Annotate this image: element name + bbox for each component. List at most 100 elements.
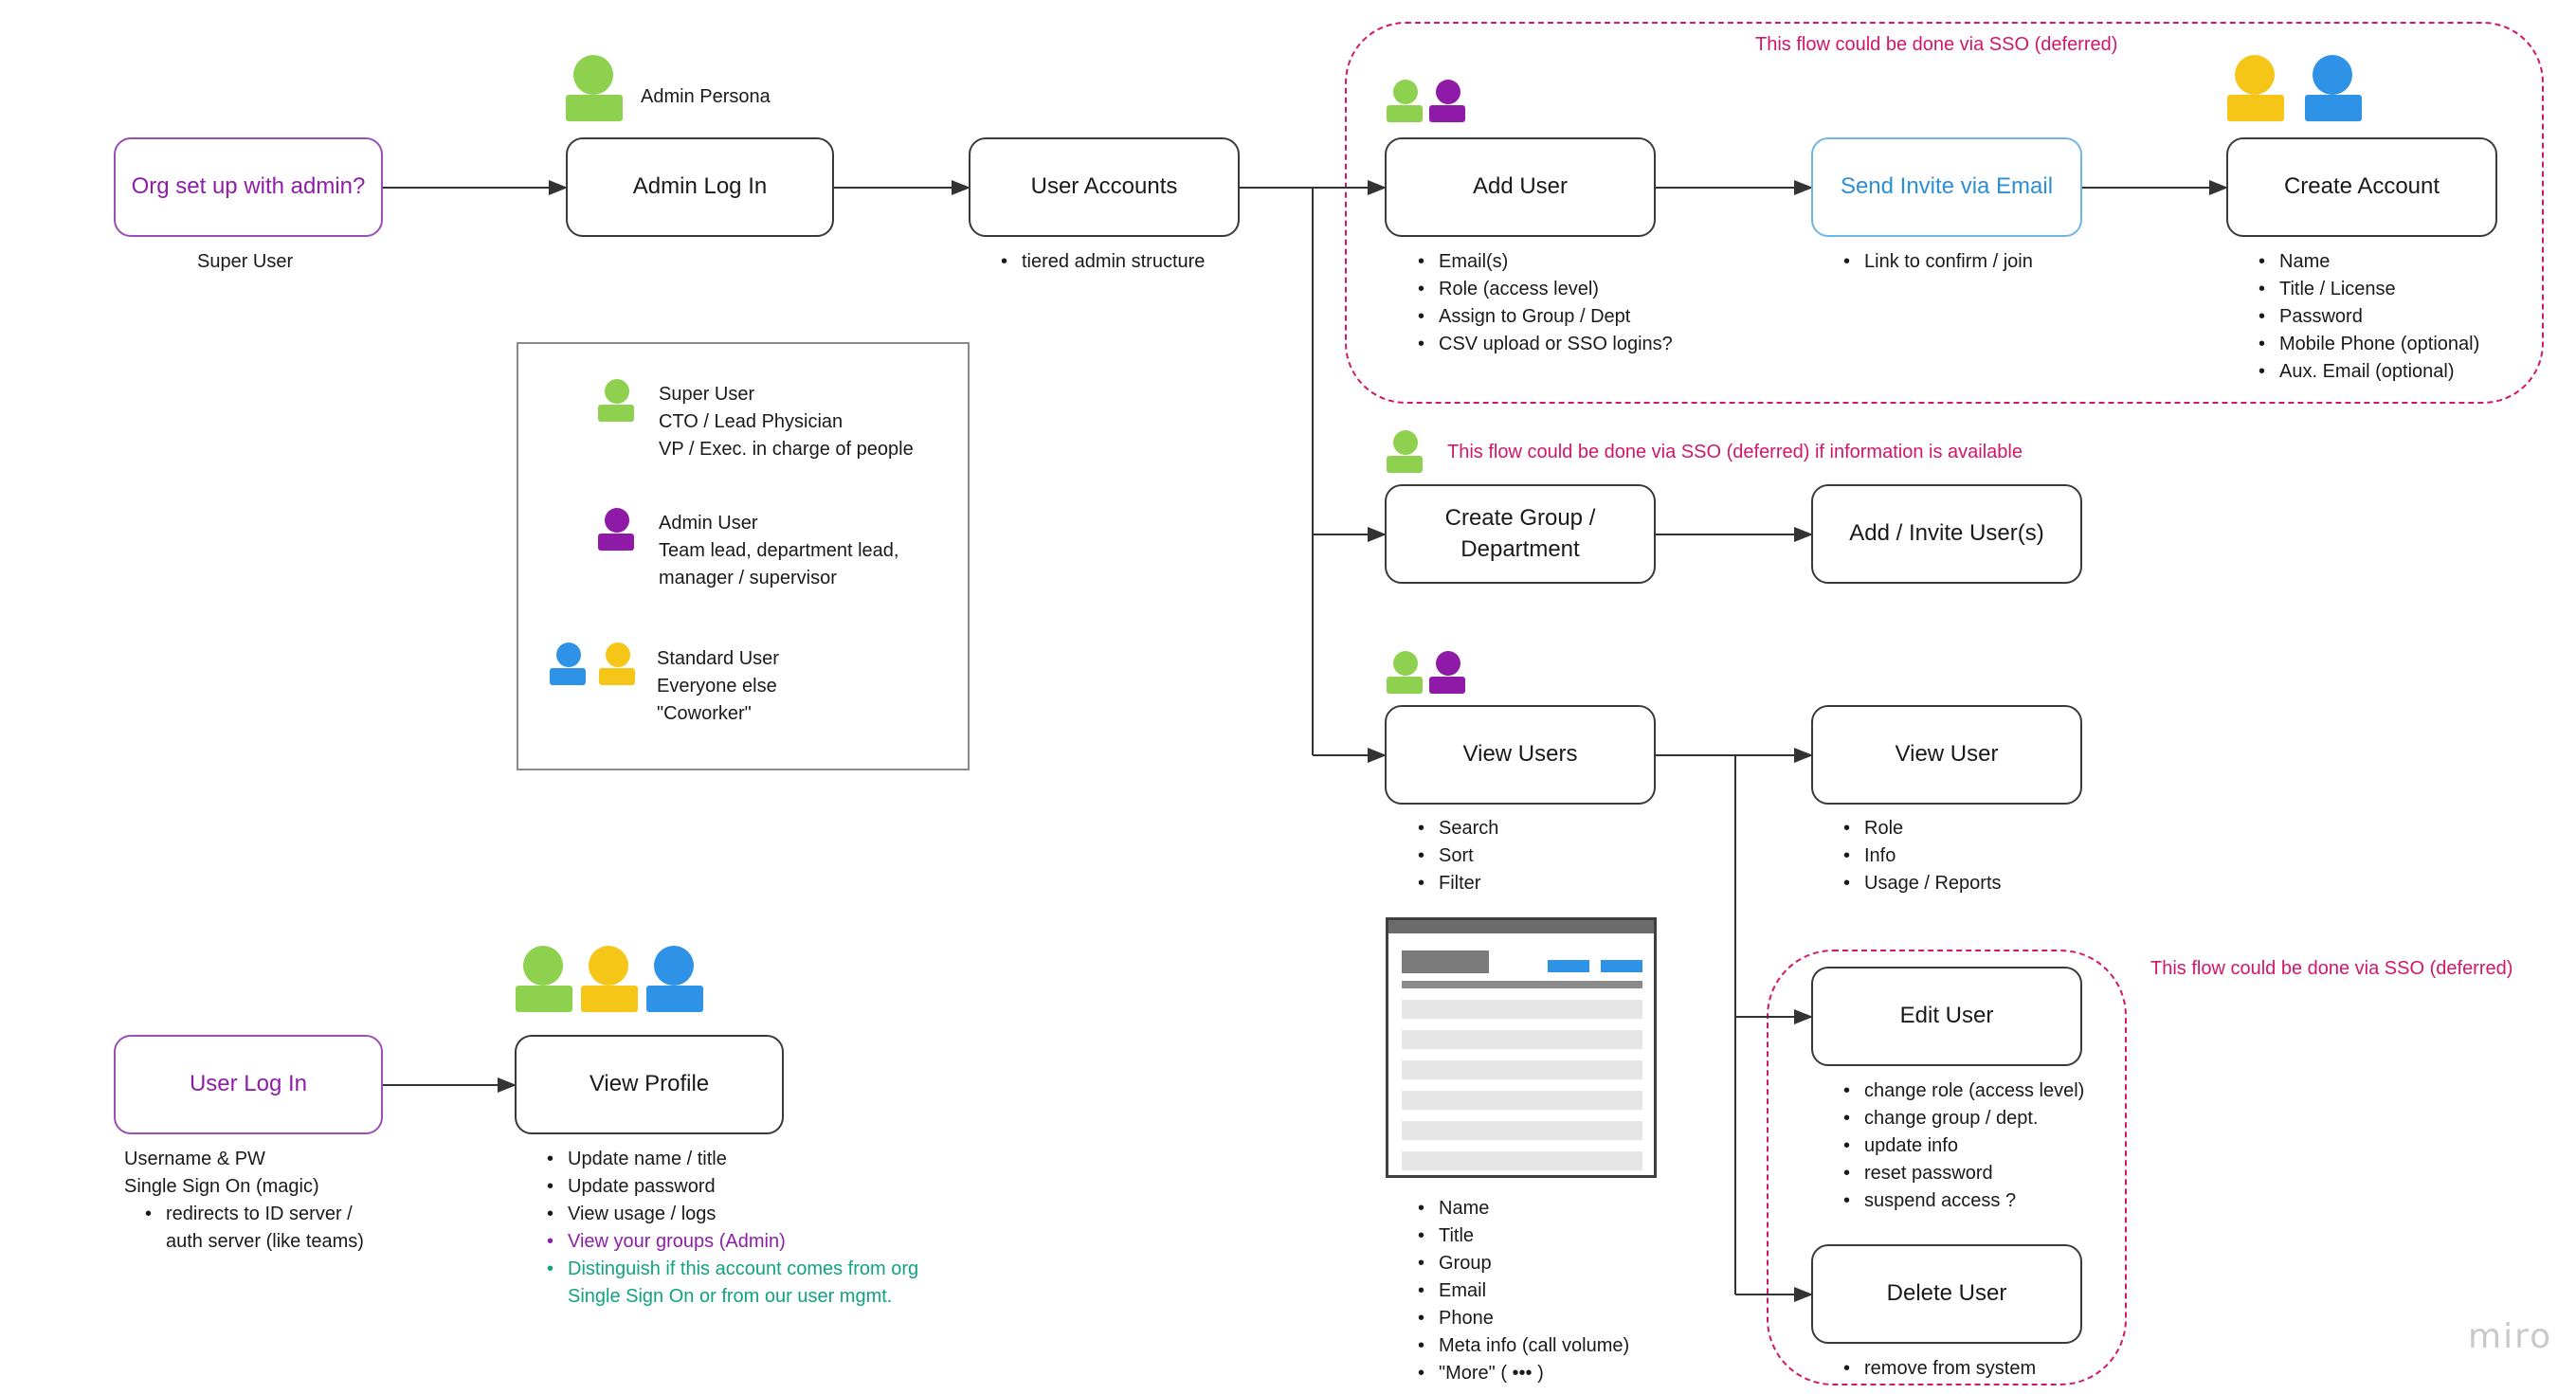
standard-user-persona-icon	[550, 643, 586, 686]
legend-admin-line1: Team lead, department lead,	[659, 540, 899, 561]
list-item: Password	[2255, 303, 2479, 331]
list-item: Info	[1840, 842, 2002, 870]
send-invite-node[interactable]: Send Invite via Email	[1811, 137, 2082, 237]
wireframe-divider	[1402, 981, 1642, 988]
admin-login-node[interactable]: Admin Log In	[566, 137, 834, 237]
user-accounts-bullets: tiered admin structure	[997, 248, 1205, 276]
standard-user-persona-icon	[2227, 55, 2284, 123]
user-login-bullets: redirects to ID server / auth server (li…	[141, 1201, 388, 1256]
list-item: Title / License	[2255, 276, 2479, 303]
list-item: Assign to Group / Dept	[1414, 303, 1673, 331]
list-item: suspend access ?	[1840, 1187, 2084, 1215]
admin-persona-label: Admin Persona	[641, 86, 771, 107]
list-item: Name	[2255, 248, 2479, 276]
sso-note-group: This flow could be done via SSO (deferre…	[1447, 442, 2023, 462]
view-profile-bullets: Update name / title Update password View…	[543, 1146, 966, 1311]
wireframe-row	[1402, 1091, 1642, 1110]
standard-user-persona-icon	[646, 946, 703, 1014]
wireframe-title-block	[1402, 950, 1489, 973]
delete-user-node[interactable]: Delete User	[1811, 1244, 2082, 1344]
sso-note-edit-user: This flow could be done via SSO (deferre…	[2150, 958, 2513, 979]
list-item: Name	[1414, 1195, 1629, 1222]
list-item: Update name / title	[543, 1146, 966, 1173]
wireframe-row	[1402, 1151, 1642, 1170]
user-login-node[interactable]: User Log In	[114, 1035, 383, 1134]
view-users-bullets: Search Sort Filter	[1414, 815, 1498, 897]
super-user-persona-icon	[1387, 651, 1423, 695]
legend-standard-title: Standard User	[657, 648, 779, 669]
list-item: remove from system	[1840, 1355, 2036, 1383]
super-user-persona-icon	[598, 379, 634, 423]
admin-user-persona-icon	[1429, 80, 1465, 123]
admin-user-persona-icon	[1429, 651, 1465, 695]
edit-user-bullets: change role (access level) change group …	[1840, 1077, 2084, 1215]
add-user-node[interactable]: Add User	[1385, 137, 1656, 237]
sso-region-add-user	[1345, 22, 2544, 404]
legend-super-line1: CTO / Lead Physician	[659, 411, 844, 432]
list-item: "More" ( ••• )	[1414, 1360, 1629, 1387]
wireframe-action-button	[1601, 960, 1642, 972]
wireframe-header-bar	[1388, 920, 1654, 933]
list-item: Usage / Reports	[1840, 870, 2002, 897]
user-accounts-node[interactable]: User Accounts	[969, 137, 1240, 237]
miro-logo: miro	[2468, 1317, 2553, 1356]
legend-super-line2: VP / Exec. in charge of people	[659, 439, 914, 460]
persona-legend: Super User CTO / Lead Physician VP / Exe…	[517, 342, 970, 770]
add-invite-users-node[interactable]: Add / Invite User(s)	[1811, 484, 2082, 584]
list-item: Meta info (call volume)	[1414, 1332, 1629, 1360]
legend-standard-line2: "Coworker"	[657, 703, 752, 724]
list-item: Mobile Phone (optional)	[2255, 331, 2479, 358]
list-item: Filter	[1414, 870, 1498, 897]
view-user-node[interactable]: View User	[1811, 705, 2082, 805]
legend-admin-title: Admin User	[659, 513, 758, 534]
send-invite-bullets: Link to confirm / join	[1840, 248, 2033, 276]
view-users-node[interactable]: View Users	[1385, 705, 1656, 805]
list-item: Phone	[1414, 1305, 1629, 1332]
list-item: Aux. Email (optional)	[2255, 358, 2479, 386]
list-item: Link to confirm / join	[1840, 248, 2033, 276]
list-item: Role	[1840, 815, 2002, 842]
wireframe-row	[1402, 1121, 1642, 1140]
org-setup-node[interactable]: Org set up with admin?	[114, 137, 383, 237]
create-account-bullets: Name Title / License Password Mobile Pho…	[2255, 248, 2479, 386]
table-fields-bullets: Name Title Group Email Phone Meta info (…	[1414, 1195, 1629, 1387]
wireframe-action-button	[1548, 960, 1589, 972]
add-user-bullets: Email(s) Role (access level) Assign to G…	[1414, 248, 1673, 358]
legend-super-title: Super User	[659, 384, 755, 405]
edit-user-node[interactable]: Edit User	[1811, 967, 2082, 1066]
super-user-persona-icon	[516, 946, 572, 1014]
legend-admin-line2: manager / supervisor	[659, 568, 837, 588]
standard-user-persona-icon	[581, 946, 638, 1014]
view-user-bullets: Role Info Usage / Reports	[1840, 815, 2002, 897]
list-item: change role (access level)	[1840, 1077, 2084, 1105]
super-user-caption: Super User	[197, 251, 294, 272]
list-item: Email	[1414, 1277, 1629, 1305]
wireframe-row	[1402, 1060, 1642, 1079]
create-group-node[interactable]: Create Group / Department	[1385, 484, 1656, 584]
list-item: tiered admin structure	[997, 248, 1205, 276]
user-login-line1: Username & PW	[124, 1149, 265, 1169]
view-profile-node[interactable]: View Profile	[515, 1035, 784, 1134]
sso-region-edit-user	[1767, 950, 2127, 1385]
list-item: reset password	[1840, 1160, 2084, 1187]
list-item: CSV upload or SSO logins?	[1414, 331, 1673, 358]
list-item: Distinguish if this account comes from o…	[543, 1256, 966, 1311]
delete-user-bullets: remove from system	[1840, 1355, 2036, 1383]
list-item: Role (access level)	[1414, 276, 1673, 303]
super-user-persona-icon	[1387, 80, 1423, 123]
list-item: update info	[1840, 1132, 2084, 1160]
list-item: Update password	[543, 1173, 966, 1201]
list-item: View your groups (Admin)	[543, 1228, 966, 1256]
wireframe-row	[1402, 1000, 1642, 1019]
create-account-node[interactable]: Create Account	[2226, 137, 2497, 237]
list-item: View usage / logs	[543, 1201, 966, 1228]
super-user-persona-icon	[1387, 430, 1423, 474]
user-login-line2: Single Sign On (magic)	[124, 1176, 319, 1197]
list-item: change group / dept.	[1840, 1105, 2084, 1132]
user-table-wireframe	[1386, 917, 1657, 1178]
standard-user-persona-icon	[599, 643, 635, 686]
list-item: Email(s)	[1414, 248, 1673, 276]
legend-standard-line1: Everyone else	[657, 676, 777, 697]
standard-user-persona-icon	[2305, 55, 2362, 123]
